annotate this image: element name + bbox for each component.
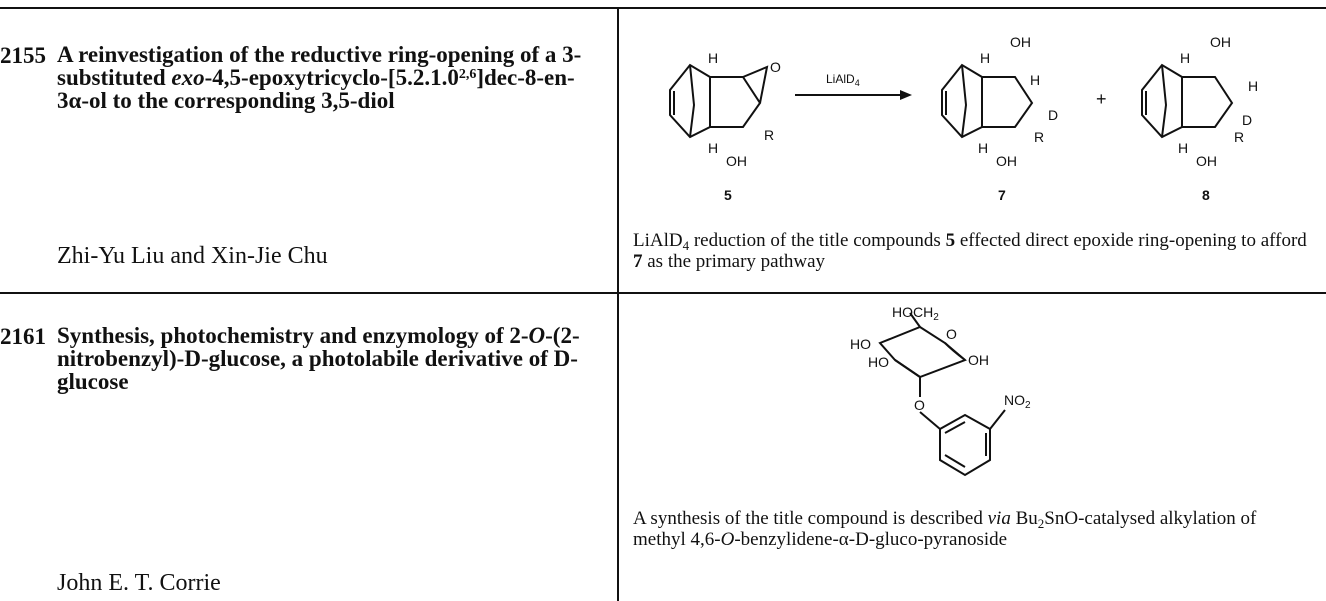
atom-label: HO: [850, 336, 871, 352]
arrow-head: [900, 90, 912, 100]
atom-label: OH: [968, 352, 989, 368]
compound-number: 5: [724, 187, 732, 203]
atom-label: O: [914, 397, 925, 413]
atom-label: HO: [868, 354, 889, 370]
atom-label: H: [708, 140, 718, 156]
atom-label: OH: [726, 153, 747, 169]
atom-label: O: [770, 59, 781, 75]
svg-text:H: H: [1178, 140, 1188, 156]
glucose-structure: HOCH2 HO HO O OH O NO2: [850, 305, 1031, 477]
page-number: 2155: [0, 43, 46, 68]
svg-text:H: H: [980, 50, 990, 66]
compound-number: 7: [998, 187, 1006, 203]
atom-label: R: [764, 127, 774, 143]
svg-text:H: H: [1180, 50, 1190, 66]
article-authors: John E. T. Corrie: [57, 570, 221, 596]
article-title[interactable]: A reinvestigation of the reductive ring-…: [57, 42, 582, 113]
svg-text:OH: OH: [1010, 34, 1031, 50]
article-title[interactable]: Synthesis, photochemistry and enzymology…: [57, 323, 580, 394]
plus-sign: +: [1096, 89, 1107, 109]
svg-text:OH: OH: [1210, 34, 1231, 50]
svg-text:OH: OH: [1196, 153, 1217, 169]
column-divider: [617, 7, 619, 601]
reagent-label: LiAlD4: [826, 72, 860, 88]
article-authors: Zhi-Yu Liu and Xin-Jie Chu: [57, 243, 328, 269]
svg-text:R: R: [1034, 129, 1044, 145]
atom-label: HOCH2: [892, 305, 939, 323]
svg-text:R: R: [1234, 129, 1244, 145]
svg-text:H: H: [1248, 78, 1258, 94]
top-rule: [0, 7, 1326, 9]
svg-text:H: H: [1030, 72, 1040, 88]
article-abstract: A synthesis of the title compound is des…: [633, 508, 1257, 550]
article-abstract: LiAlD4 reduction of the title compounds …: [633, 230, 1307, 272]
svg-text:D: D: [1242, 112, 1252, 128]
atom-label: O: [946, 326, 957, 342]
atom-label: NO2: [1004, 392, 1031, 411]
svg-text:D: D: [1048, 107, 1058, 123]
row-divider: [0, 292, 1326, 294]
atom-label: H: [708, 50, 718, 66]
page-number: 2161: [0, 324, 46, 349]
svg-text:OH: OH: [996, 153, 1017, 169]
svg-text:H: H: [978, 140, 988, 156]
reaction-scheme: H H O OH R 5 LiAlD4 H OH H D H OH R 7 + …: [669, 34, 1258, 203]
compound-number: 8: [1202, 187, 1210, 203]
